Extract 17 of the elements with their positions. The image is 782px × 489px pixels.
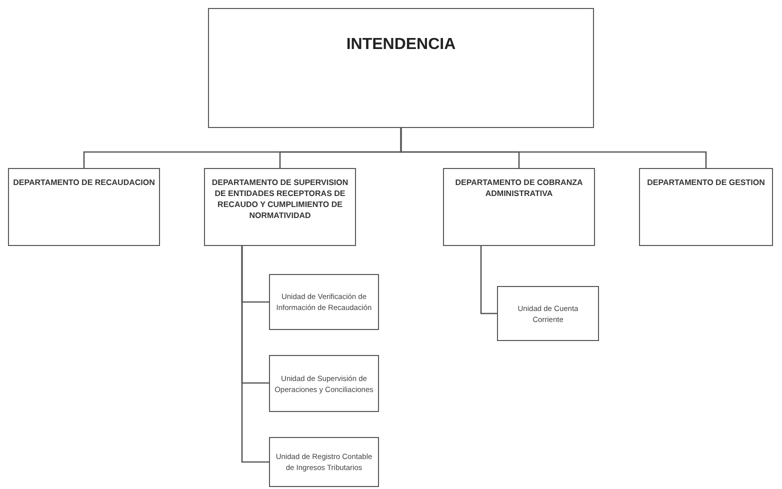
- department-label: DEPARTAMENTO DE GESTION: [647, 177, 765, 188]
- department-label: DEPARTAMENTO DE SUPERVISION DE ENTIDADES RECEPTORAS DE RECAUDO Y CUMPLIMIENTO DE NORMATIVIDAD: [210, 177, 350, 221]
- unit-box: [269, 274, 379, 330]
- department-label: DEPARTAMENTO DE RECAUDACION: [13, 177, 155, 188]
- department-label: DEPARTAMENTO DE COBRANZA ADMINISTRATIVA: [454, 177, 584, 199]
- unit-box: [269, 355, 379, 412]
- department-box: [639, 168, 773, 246]
- node-title: INTENDENCIA: [346, 35, 456, 55]
- org-box: [208, 8, 594, 128]
- connector-line: [400, 128, 707, 168]
- connector-line: [480, 246, 497, 314]
- department-box: [8, 168, 160, 246]
- unit-box: [269, 437, 379, 487]
- department-box: [443, 168, 595, 246]
- department-box: [204, 168, 356, 246]
- unit-box: [497, 286, 599, 341]
- connector-line: [241, 246, 269, 463]
